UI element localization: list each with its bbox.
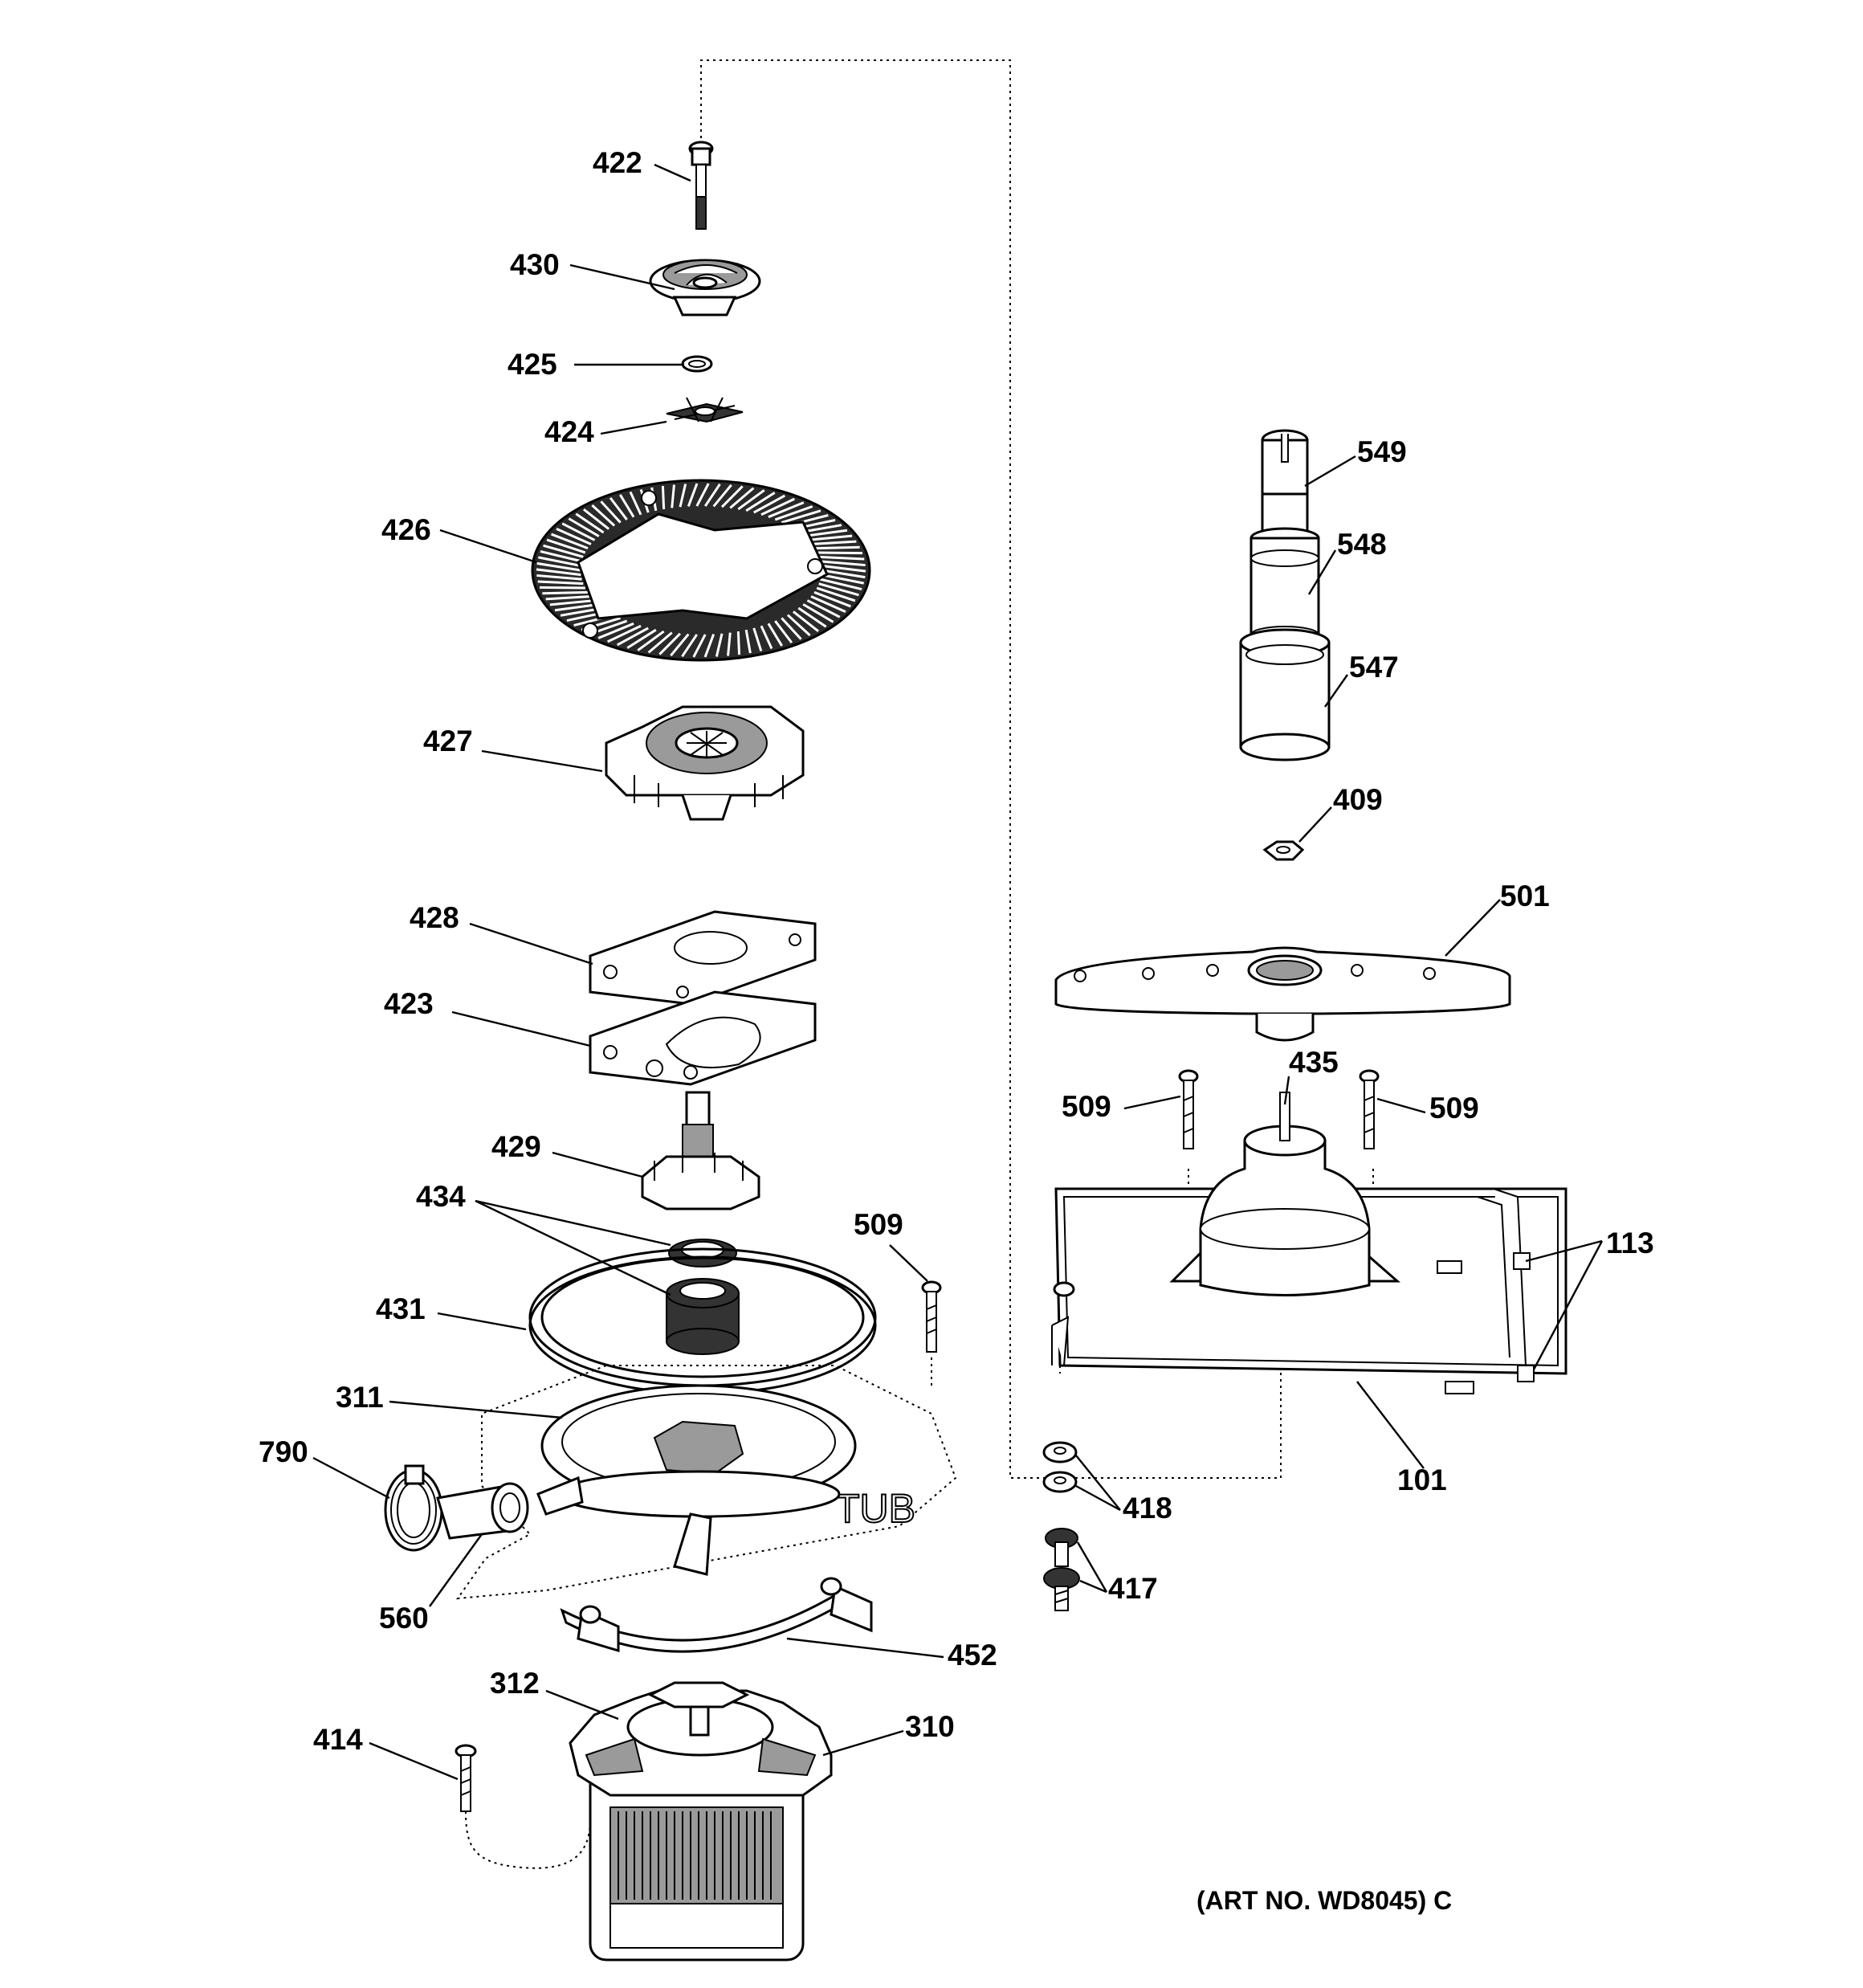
art-number: (ART NO. WD8045) C (1196, 1886, 1452, 1915)
callout-501: 501 (1500, 880, 1550, 912)
bolt-422[interactable] (688, 141, 714, 230)
spider-424[interactable] (666, 397, 744, 423)
callout-426: 426 (381, 513, 431, 546)
callout-790: 790 (259, 1435, 308, 1468)
callout-423: 423 (384, 987, 434, 1020)
callout-434: 434 (416, 1180, 466, 1213)
callout-547: 547 (1349, 651, 1399, 684)
callout-509-center: 509 (1062, 1090, 1111, 1123)
fasteners-417[interactable] (1043, 1528, 1080, 1611)
callout-422: 422 (593, 146, 642, 179)
housing-427[interactable] (605, 705, 805, 821)
leader-lines (312, 163, 1604, 1781)
seals-434[interactable] (666, 1239, 740, 1355)
callout-labels: 422 430 425 424 426 427 428 423 429 434 … (259, 146, 1654, 1756)
plate-428[interactable] (589, 910, 817, 1006)
impeller-430[interactable] (649, 259, 761, 316)
callout-435: 435 (1289, 1046, 1339, 1079)
callout-452: 452 (948, 1639, 997, 1672)
callout-311: 311 (336, 1381, 384, 1414)
callout-548: 548 (1337, 528, 1387, 561)
callout-428: 428 (410, 901, 459, 934)
screw-509-right[interactable] (1359, 1069, 1380, 1149)
callout-560: 560 (379, 1602, 429, 1635)
callout-101: 101 (1397, 1463, 1447, 1496)
washers-418[interactable] (1042, 1441, 1078, 1493)
screw-509-left[interactable] (921, 1280, 942, 1353)
callout-113: 113 (1606, 1227, 1654, 1259)
band-clamp-452[interactable] (560, 1577, 873, 1653)
callout-312: 312 (490, 1667, 540, 1700)
grinding-ring-426[interactable] (531, 479, 871, 662)
hose-connector-560[interactable] (436, 1476, 584, 1540)
callout-409: 409 (1333, 783, 1383, 816)
callout-425: 425 (508, 348, 557, 381)
clamp-790[interactable] (384, 1464, 443, 1552)
callout-509-left: 509 (854, 1208, 903, 1241)
tub-label: TUB (835, 1486, 915, 1531)
wash-tower-548[interactable] (1249, 527, 1320, 643)
callout-509-right: 509 (1429, 1092, 1479, 1125)
callout-549: 549 (1357, 435, 1407, 468)
tub-outline: TUB (455, 1365, 957, 1600)
wash-arm-501[interactable] (1054, 946, 1511, 1042)
callout-431: 431 (376, 1292, 426, 1325)
frame-101[interactable] (1169, 1092, 1400, 1296)
motor-310[interactable] (569, 1689, 833, 1961)
callout-417: 417 (1108, 1572, 1158, 1605)
screw-414[interactable] (455, 1744, 477, 1812)
callout-430: 430 (510, 248, 560, 281)
nut-409[interactable] (1262, 840, 1305, 861)
screw-509-center[interactable] (1178, 1069, 1199, 1149)
callout-424: 424 (544, 415, 594, 448)
cover-312[interactable] (647, 1681, 750, 1708)
paddle-wheel-429[interactable] (641, 1091, 760, 1210)
callout-310: 310 (905, 1710, 955, 1743)
callout-414: 414 (313, 1723, 363, 1756)
wash-tower-547[interactable] (1239, 628, 1331, 761)
wash-tower-549[interactable] (1261, 429, 1309, 540)
callout-427: 427 (423, 725, 473, 757)
callout-418: 418 (1123, 1492, 1172, 1525)
o-ring-425[interactable] (681, 355, 713, 373)
callout-429: 429 (491, 1130, 541, 1163)
gasket-423[interactable] (589, 990, 817, 1086)
sump-311[interactable] (540, 1384, 857, 1576)
